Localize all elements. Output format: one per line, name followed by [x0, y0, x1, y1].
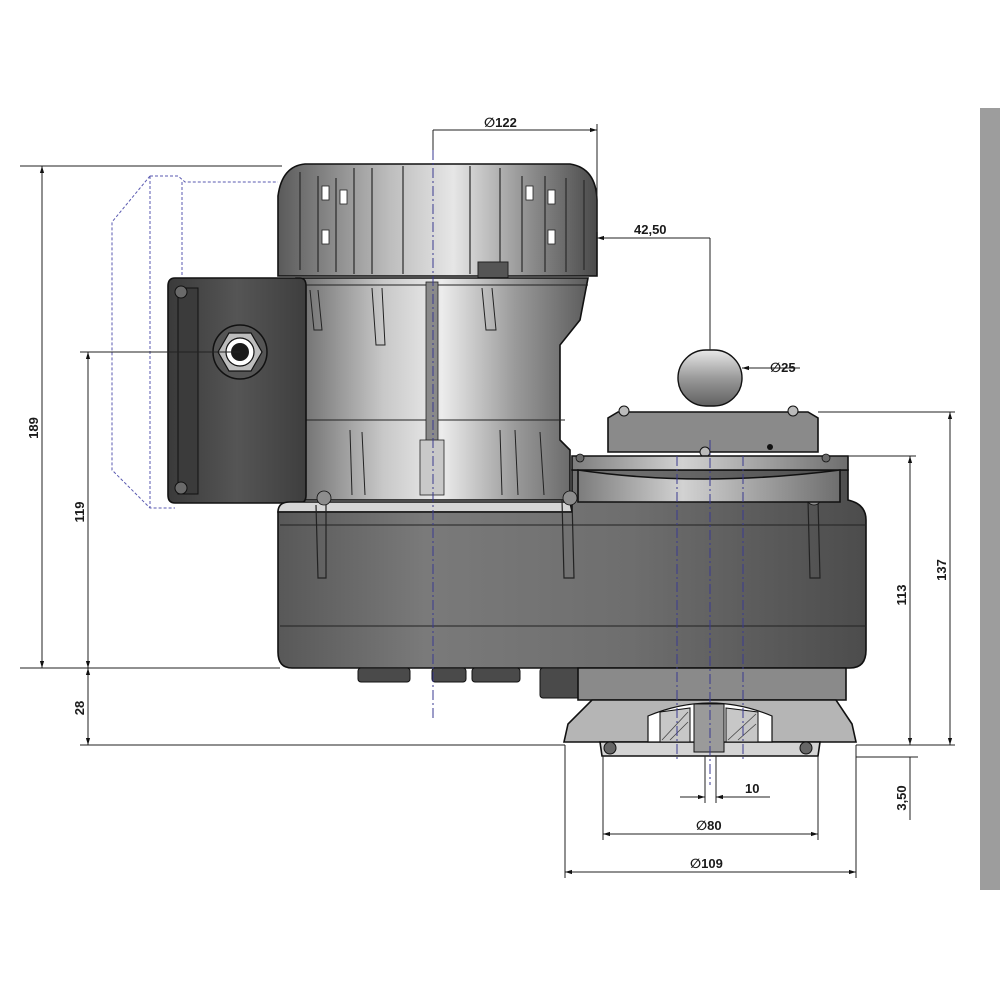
dim-shaft-width: 10 [745, 781, 759, 796]
svg-text:∅25: ∅25 [770, 360, 796, 375]
motor-body [295, 277, 589, 501]
dim-height-gear: 137 [934, 559, 949, 581]
dim-offset-spigot: 42,50 [634, 222, 667, 237]
right-border-strip [980, 108, 1000, 890]
dim-dia-flange: 109 [701, 856, 723, 871]
dim-height-base: 28 [72, 701, 87, 715]
diameter-symbol: ∅ [696, 818, 707, 833]
output-flange [563, 667, 857, 757]
diameter-symbol: ∅ [484, 115, 495, 130]
svg-text:∅80: ∅80 [696, 818, 722, 833]
svg-text:∅122: ∅122 [484, 115, 517, 130]
dim-height-cable-entry: 119 [72, 502, 87, 523]
dim-dia-spigot: 25 [781, 360, 795, 375]
dimension-labels: ∅122 42,50 ∅25 189 119 28 137 113 3,50 1… [26, 115, 949, 871]
gear-housing [277, 469, 867, 699]
gear-motor [111, 150, 867, 785]
spigot-cylinder [677, 349, 743, 407]
alternate-box-outline [111, 175, 278, 509]
svg-text:∅109: ∅109 [690, 856, 723, 871]
diameter-symbol: ∅ [690, 856, 701, 871]
dim-height-flange: 113 [894, 585, 909, 606]
dimension-lines [20, 124, 955, 878]
motor-cap [277, 163, 598, 279]
dim-height-total: 189 [26, 417, 41, 439]
terminal-box [167, 277, 307, 504]
dim-dia-pilot: 80 [707, 818, 721, 833]
diameter-symbol: ∅ [770, 360, 781, 375]
dim-dia-top: 122 [495, 115, 517, 130]
dim-flange-thickness: 3,50 [894, 785, 909, 810]
